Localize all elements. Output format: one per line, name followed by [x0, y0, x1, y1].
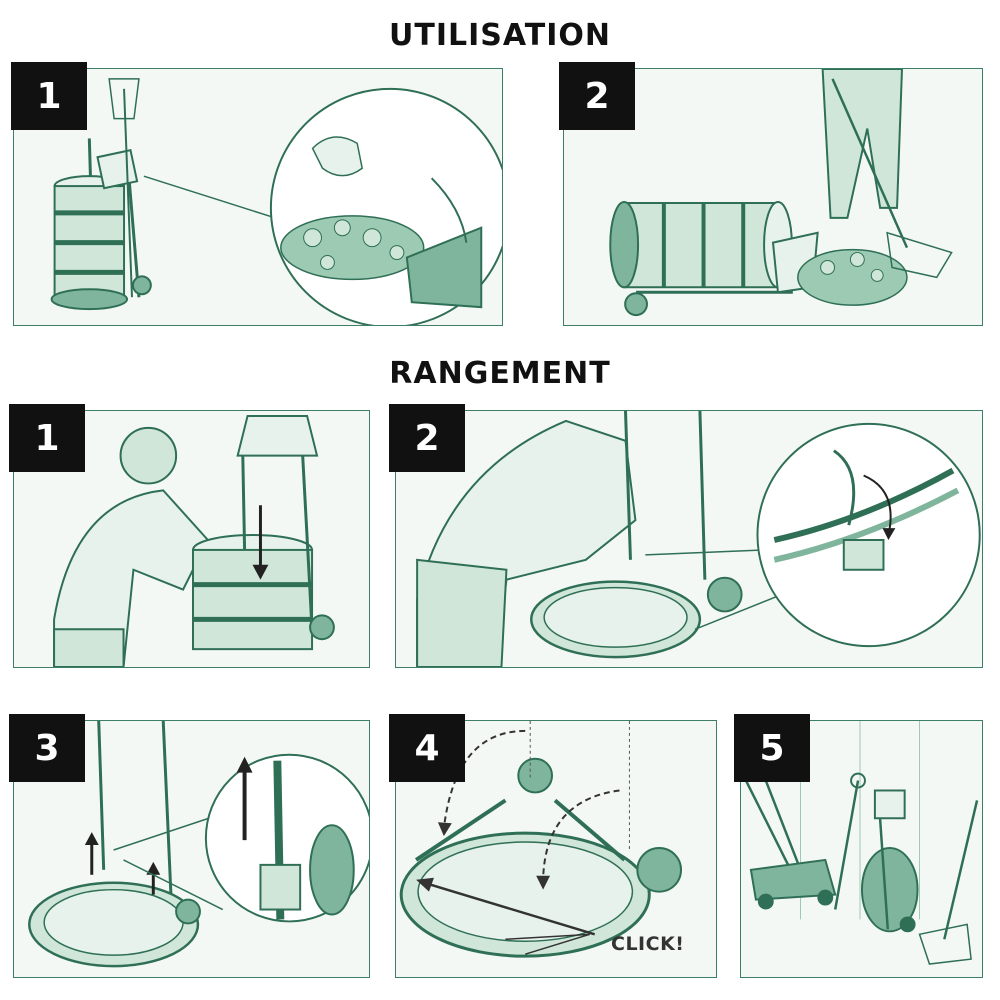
storage-step-5-illustration — [744, 721, 979, 965]
storage-heading: RANGEMENT — [389, 356, 611, 391]
usage-heading: UTILISATION — [389, 18, 611, 53]
storage-step-4-badge: 4 — [389, 714, 465, 782]
usage-step-1-panel — [13, 68, 503, 326]
usage-step-1-illustration — [50, 78, 502, 325]
storage-step-3-badge: 3 — [9, 714, 85, 782]
storage-step-2-panel — [395, 410, 983, 668]
usage-step-1-badge: 1 — [11, 62, 87, 130]
storage-step-2-illustration — [416, 411, 981, 667]
storage-step-1-illustration — [53, 414, 335, 667]
storage-step-5-panel — [740, 720, 983, 978]
storage-step-1-badge: 1 — [9, 404, 85, 472]
click-annotation: CLICK! — [611, 933, 685, 955]
storage-step-3-illustration — [28, 721, 369, 968]
usage-step-2-illustration — [609, 69, 953, 317]
storage-step-2-badge: 2 — [389, 404, 465, 472]
usage-step-2-badge: 2 — [559, 62, 635, 130]
storage-step-5-badge: 5 — [734, 714, 810, 782]
storage-step-4-illustration — [399, 721, 683, 958]
usage-step-2-panel — [563, 68, 983, 326]
